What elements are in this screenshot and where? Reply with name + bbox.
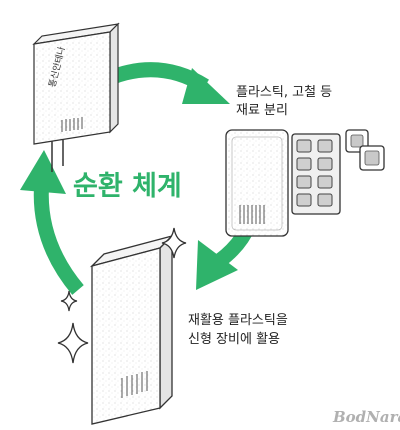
cycle-title: 순환 체계 <box>73 171 182 202</box>
metal-fragment-icon <box>345 129 385 171</box>
circuit-board-icon <box>291 133 341 215</box>
sparkle-icon <box>60 290 78 312</box>
step1-line2: 재료 분리 <box>236 103 288 118</box>
step2-line1: 재활용 플라스틱을 <box>188 313 288 328</box>
brand-logo: BodNara <box>333 408 400 426</box>
cycle-arrow-left <box>20 150 84 295</box>
sparkle-icon <box>57 322 89 364</box>
step1-line1: 플라스틱, 고철 등 <box>236 85 333 100</box>
step2-line2: 신형 장비에 활용 <box>188 332 280 347</box>
separated-panel-icon <box>225 129 289 237</box>
antenna-device-icon <box>32 22 120 172</box>
new-equipment-icon <box>89 234 175 425</box>
cycle-arrow-top <box>107 62 230 104</box>
sparkle-icon <box>161 227 187 259</box>
